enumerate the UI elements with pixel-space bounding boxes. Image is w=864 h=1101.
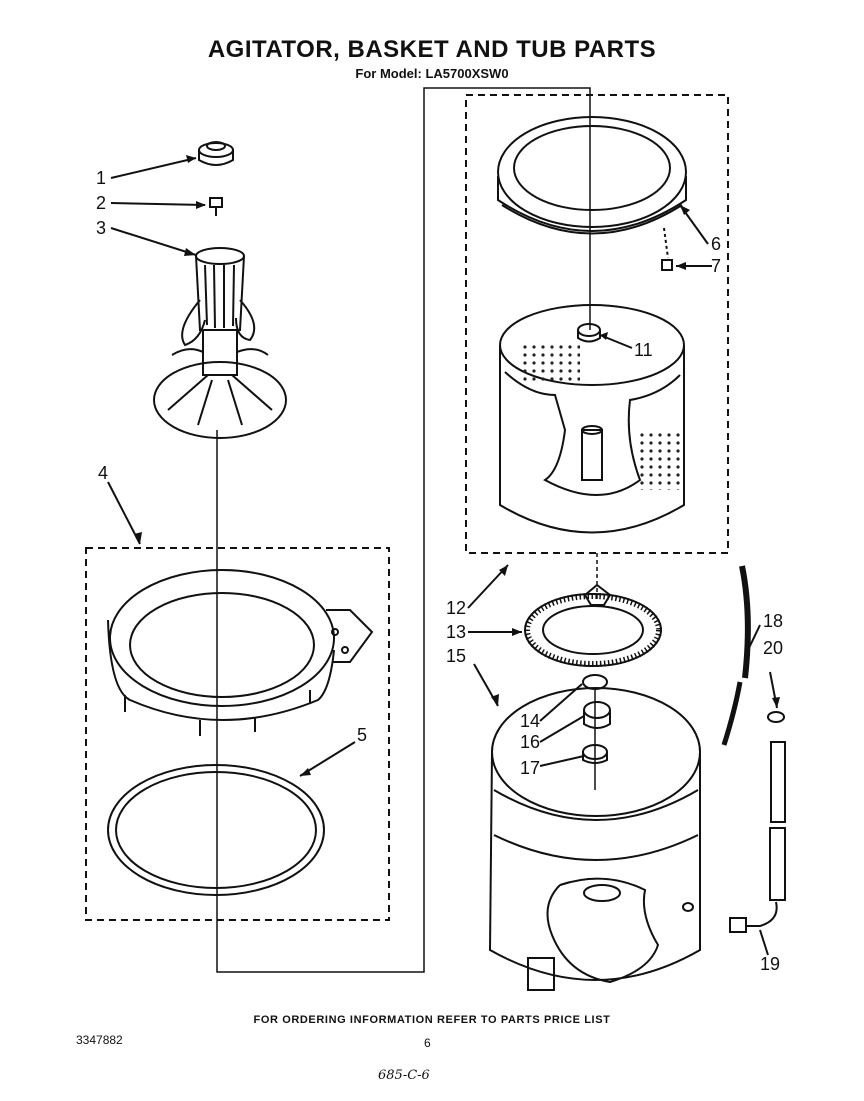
model-line: For Model: LA5700XSW0 xyxy=(355,66,509,81)
callout-1: 1 xyxy=(96,168,106,188)
arrowheads xyxy=(134,155,780,776)
callout-14: 14 xyxy=(520,711,540,731)
basket-group-box xyxy=(465,94,729,554)
callout-17: 17 xyxy=(520,758,540,778)
callout-3: 3 xyxy=(96,218,106,238)
wash-basket xyxy=(499,304,685,534)
basket-perforation xyxy=(520,345,580,385)
hose xyxy=(721,565,786,933)
basket-perforation xyxy=(636,430,680,490)
agitator xyxy=(153,247,287,439)
page-title: AGITATOR, BASKET AND TUB PARTS xyxy=(207,36,657,63)
ring-gear-teeth xyxy=(524,593,662,667)
callout-5: 5 xyxy=(357,725,367,745)
callout-12: 12 xyxy=(446,598,466,618)
assembly-line xyxy=(216,87,591,973)
callout-18: 18 xyxy=(763,611,783,631)
callout-6: 6 xyxy=(711,234,721,254)
basket-top-ring xyxy=(497,116,687,235)
agitator-bolt xyxy=(209,197,223,216)
ordering-note: FOR ORDERING INFORMATION REFER TO PARTS … xyxy=(253,1014,611,1026)
document-number: 3347882 xyxy=(76,1033,123,1047)
callout-16: 16 xyxy=(520,732,540,752)
drive-hub xyxy=(583,583,612,606)
page-number: 6 xyxy=(424,1036,431,1050)
callout-19: 19 xyxy=(760,954,780,974)
agitator-cap xyxy=(198,141,234,166)
callout-11: 11 xyxy=(634,340,653,360)
callout-15: 15 xyxy=(446,646,466,666)
callout-7: 7 xyxy=(711,256,721,276)
tub-ring xyxy=(107,569,374,736)
ring-clip xyxy=(661,227,673,271)
handwritten-code: 685-C-6 xyxy=(378,1068,430,1083)
seal-ring xyxy=(107,764,325,896)
basket-nut xyxy=(577,323,601,343)
outer-tub xyxy=(488,687,701,991)
callout-2: 2 xyxy=(96,193,106,213)
callout-13: 13 xyxy=(446,622,466,642)
callout-20: 20 xyxy=(763,638,783,658)
callout-4: 4 xyxy=(98,463,108,483)
seal-group-box xyxy=(85,547,390,921)
